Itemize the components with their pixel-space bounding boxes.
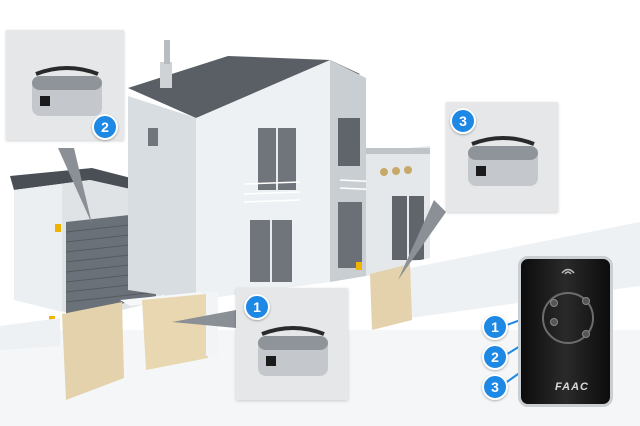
receiver-unit bbox=[32, 66, 102, 116]
callout-pointer-2 bbox=[58, 148, 92, 224]
callout-pointer-3 bbox=[398, 200, 446, 280]
callout-badge: 2 bbox=[92, 114, 118, 140]
door bbox=[338, 202, 362, 268]
gate-lamp bbox=[356, 262, 362, 270]
callout-badge: 1 bbox=[244, 294, 270, 320]
gate-leaf-right bbox=[370, 264, 412, 330]
remote-control: FAAC bbox=[518, 256, 613, 407]
remote-badge: 3 bbox=[482, 374, 508, 400]
garage-side bbox=[14, 184, 62, 312]
remote-button-1[interactable] bbox=[582, 297, 590, 305]
window bbox=[338, 118, 360, 166]
callout-pointer-1 bbox=[172, 310, 236, 328]
house-roof bbox=[128, 56, 360, 118]
garage-roof bbox=[10, 168, 162, 196]
boundary-wall bbox=[0, 318, 60, 350]
chimney bbox=[160, 62, 172, 88]
remote-button-4[interactable] bbox=[550, 299, 558, 307]
callout-badge: 3 bbox=[450, 108, 476, 134]
callout-2: 2 bbox=[6, 30, 124, 140]
remote-button-3[interactable] bbox=[582, 330, 590, 338]
house-left-wall bbox=[128, 96, 196, 300]
window bbox=[148, 128, 158, 146]
brand-logo: FAAC bbox=[555, 381, 589, 393]
callout-1: 1 bbox=[236, 288, 348, 400]
gate-leaf-center bbox=[142, 294, 208, 370]
gate-leaf-left bbox=[62, 302, 124, 400]
wifi-signal-icon bbox=[561, 268, 575, 275]
receiver-unit bbox=[258, 326, 328, 376]
callout-3: 3 bbox=[446, 102, 558, 212]
remote-button-2[interactable] bbox=[550, 318, 558, 326]
remote-dial bbox=[542, 292, 594, 344]
receiver-unit bbox=[468, 136, 538, 186]
remote-badge: 1 bbox=[482, 314, 508, 340]
gate-lamp bbox=[55, 224, 61, 232]
remote-badge: 2 bbox=[482, 344, 508, 370]
